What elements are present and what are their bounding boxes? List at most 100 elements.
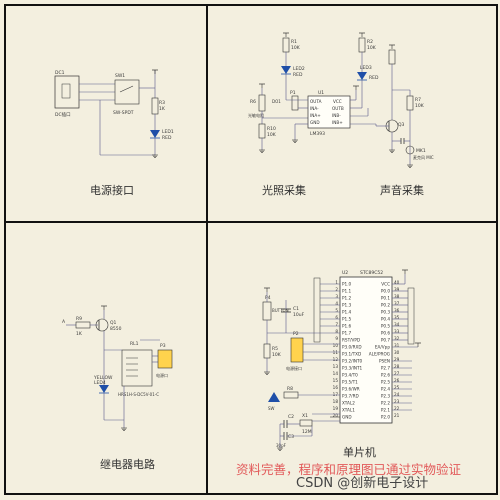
r9-ref: R9 bbox=[76, 316, 82, 322]
mcu-pin-label: XTAL2 bbox=[342, 401, 355, 406]
u1-part: LM393 bbox=[310, 131, 325, 137]
mic-ref: MK1 bbox=[416, 148, 426, 154]
ldr-part: 光敏电阻 bbox=[248, 112, 264, 118]
mcu-circuit: U2 STC89C52 P1.01P1.12P1.23P1.34P1.45P1.… bbox=[262, 269, 422, 451]
relay-part: HRS1H-S-DC5V-01-C bbox=[118, 392, 159, 397]
mcu-pin-label: P2.4 bbox=[381, 387, 391, 392]
mcu-pin-label: P0.6 bbox=[381, 331, 391, 336]
mcu-pin-label: P1.1 bbox=[342, 289, 352, 294]
led4-color: YELLOW bbox=[93, 375, 113, 381]
u1-pin-ina-plus: INA+ bbox=[310, 113, 321, 118]
p4-ref: P4 bbox=[265, 295, 271, 301]
mcu-pin-label: P1.3 bbox=[342, 303, 352, 308]
r1-ref: R1 bbox=[291, 39, 297, 45]
u1-pin-gnd: GND bbox=[310, 120, 320, 125]
u1-pin-ina-minus: INA- bbox=[310, 106, 319, 111]
switch-icon bbox=[268, 392, 280, 402]
do1-ref: DO1 bbox=[272, 99, 281, 104]
mcu-pin-number: 21 bbox=[394, 413, 400, 418]
sw-label: SW bbox=[268, 406, 275, 411]
r10-value: 10K bbox=[267, 132, 277, 138]
mcu-pin-label: P3.3/INT1 bbox=[342, 366, 363, 371]
mcu-part: STC89C52 bbox=[360, 270, 383, 276]
power-circuit: DC1 DC插口 SW1 SW-SPDT R3 1K LED1 RED bbox=[54, 69, 174, 158]
c-value: 30pF bbox=[276, 443, 287, 448]
r8-ref: R8 bbox=[287, 386, 293, 392]
mcu-ref: U2 bbox=[342, 270, 348, 276]
x1-ref: X1 bbox=[302, 413, 308, 419]
mcu-pin-label: P3.1/TXD bbox=[342, 352, 361, 357]
sound-panel-title: 声音采集 bbox=[380, 184, 424, 197]
dc-jack-ref: DC1 bbox=[55, 70, 65, 76]
mcu-pin-number: 18 bbox=[333, 399, 339, 404]
led2-color: RED bbox=[293, 72, 303, 78]
mcu-pin-label: P1.7 bbox=[342, 331, 352, 336]
r3-ref: R3 bbox=[159, 100, 165, 106]
p4-part: BUTTON bbox=[272, 308, 289, 313]
mcu-pin-label: P0.1 bbox=[381, 296, 391, 301]
dc-jack-part: DC插口 bbox=[55, 111, 71, 118]
mcu-pin-number: 38 bbox=[394, 294, 400, 299]
relay-panel-title: 继电器电路 bbox=[100, 458, 155, 471]
ldr-ref: R6 bbox=[250, 99, 256, 105]
u1-pin-outa: OUTA bbox=[310, 99, 322, 104]
mcu-pin-number: 15 bbox=[333, 378, 339, 383]
mcu-pin-number: 5 bbox=[335, 308, 338, 313]
mcu-pin-number: 35 bbox=[394, 315, 400, 320]
q1-ref: Q1 bbox=[110, 320, 117, 326]
verification-note: 资料完善，程序和原理图已通过实物验证 bbox=[236, 462, 462, 477]
mcu-pin-number: 40 bbox=[394, 280, 400, 285]
mcu-pin-label: P0.5 bbox=[381, 324, 391, 329]
mcu-pin-number: 20 bbox=[333, 413, 339, 418]
mcu-pin-number: 22 bbox=[394, 406, 400, 411]
mcu-pin-number: 37 bbox=[394, 301, 400, 306]
mcu-pin-label: RST/VPD bbox=[342, 338, 360, 343]
power-panel-title: 电源接口 bbox=[90, 184, 134, 197]
mcu-pin-number: 32 bbox=[394, 336, 400, 341]
mcu-pin-label: P0.4 bbox=[381, 317, 391, 322]
p2-ref: P2 bbox=[293, 331, 299, 337]
led3-ref: LED3 bbox=[360, 65, 372, 71]
c3-ref: C3 bbox=[288, 434, 294, 440]
mcu-pin-label: GND bbox=[342, 415, 352, 420]
mcu-pin-number: 3 bbox=[335, 294, 338, 299]
led2-ref: LED2 bbox=[293, 66, 305, 72]
mcu-pin-label: P1.4 bbox=[342, 310, 352, 315]
mcu-pin-label: P3.4/T0 bbox=[342, 373, 358, 378]
p3-part: 电源口 bbox=[156, 372, 168, 378]
led1-color: RED bbox=[162, 135, 172, 141]
mcu-pin-number: 34 bbox=[394, 322, 400, 327]
mcu-pin-label: P2.2 bbox=[381, 401, 391, 406]
mcu-panel-title: 单片机 bbox=[343, 446, 376, 459]
q3-ref: Q3 bbox=[398, 122, 405, 128]
mcu-pin-label: P0.3 bbox=[381, 310, 391, 315]
mcu-pin-number: 23 bbox=[394, 399, 400, 404]
c1-value: 10uF bbox=[293, 312, 305, 318]
mcu-pin-number: 1 bbox=[335, 280, 338, 285]
mcu-pin-number: 31 bbox=[394, 343, 400, 348]
mcu-pin-number: 16 bbox=[333, 385, 339, 390]
q1-part: 8550 bbox=[110, 326, 122, 332]
led-icon bbox=[99, 385, 109, 393]
r9-value: 1K bbox=[76, 331, 83, 337]
u1-pin-inb-plus: INB+ bbox=[332, 120, 343, 125]
r1-value: 10K bbox=[291, 45, 301, 51]
u1-ref: U1 bbox=[318, 90, 324, 96]
p1-ref: P1 bbox=[290, 90, 296, 96]
mcu-left-pins: P1.01P1.12P1.23P1.34P1.45P1.56P1.67P1.78… bbox=[333, 280, 363, 420]
relay-ref: RL1 bbox=[130, 341, 139, 347]
mcu-pin-number: 13 bbox=[333, 364, 339, 369]
microphone-icon bbox=[405, 145, 415, 155]
mcu-pin-label: P1.2 bbox=[342, 296, 352, 301]
u1-pin-inb-minus: INB- bbox=[332, 113, 341, 118]
mcu-pin-number: 19 bbox=[333, 406, 339, 411]
mcu-pin-label: PSEN bbox=[379, 359, 390, 364]
mcu-pin-label: P0.7 bbox=[381, 338, 391, 343]
u1-pin-outb: OUTB bbox=[332, 106, 344, 111]
r5-ref: R5 bbox=[272, 346, 278, 352]
switch-ref: SW1 bbox=[115, 73, 125, 79]
panel-frames bbox=[4, 4, 498, 495]
mcu-pin-number: 8 bbox=[335, 329, 338, 334]
r7-value: 10K bbox=[415, 103, 425, 109]
led-icon bbox=[357, 72, 367, 80]
